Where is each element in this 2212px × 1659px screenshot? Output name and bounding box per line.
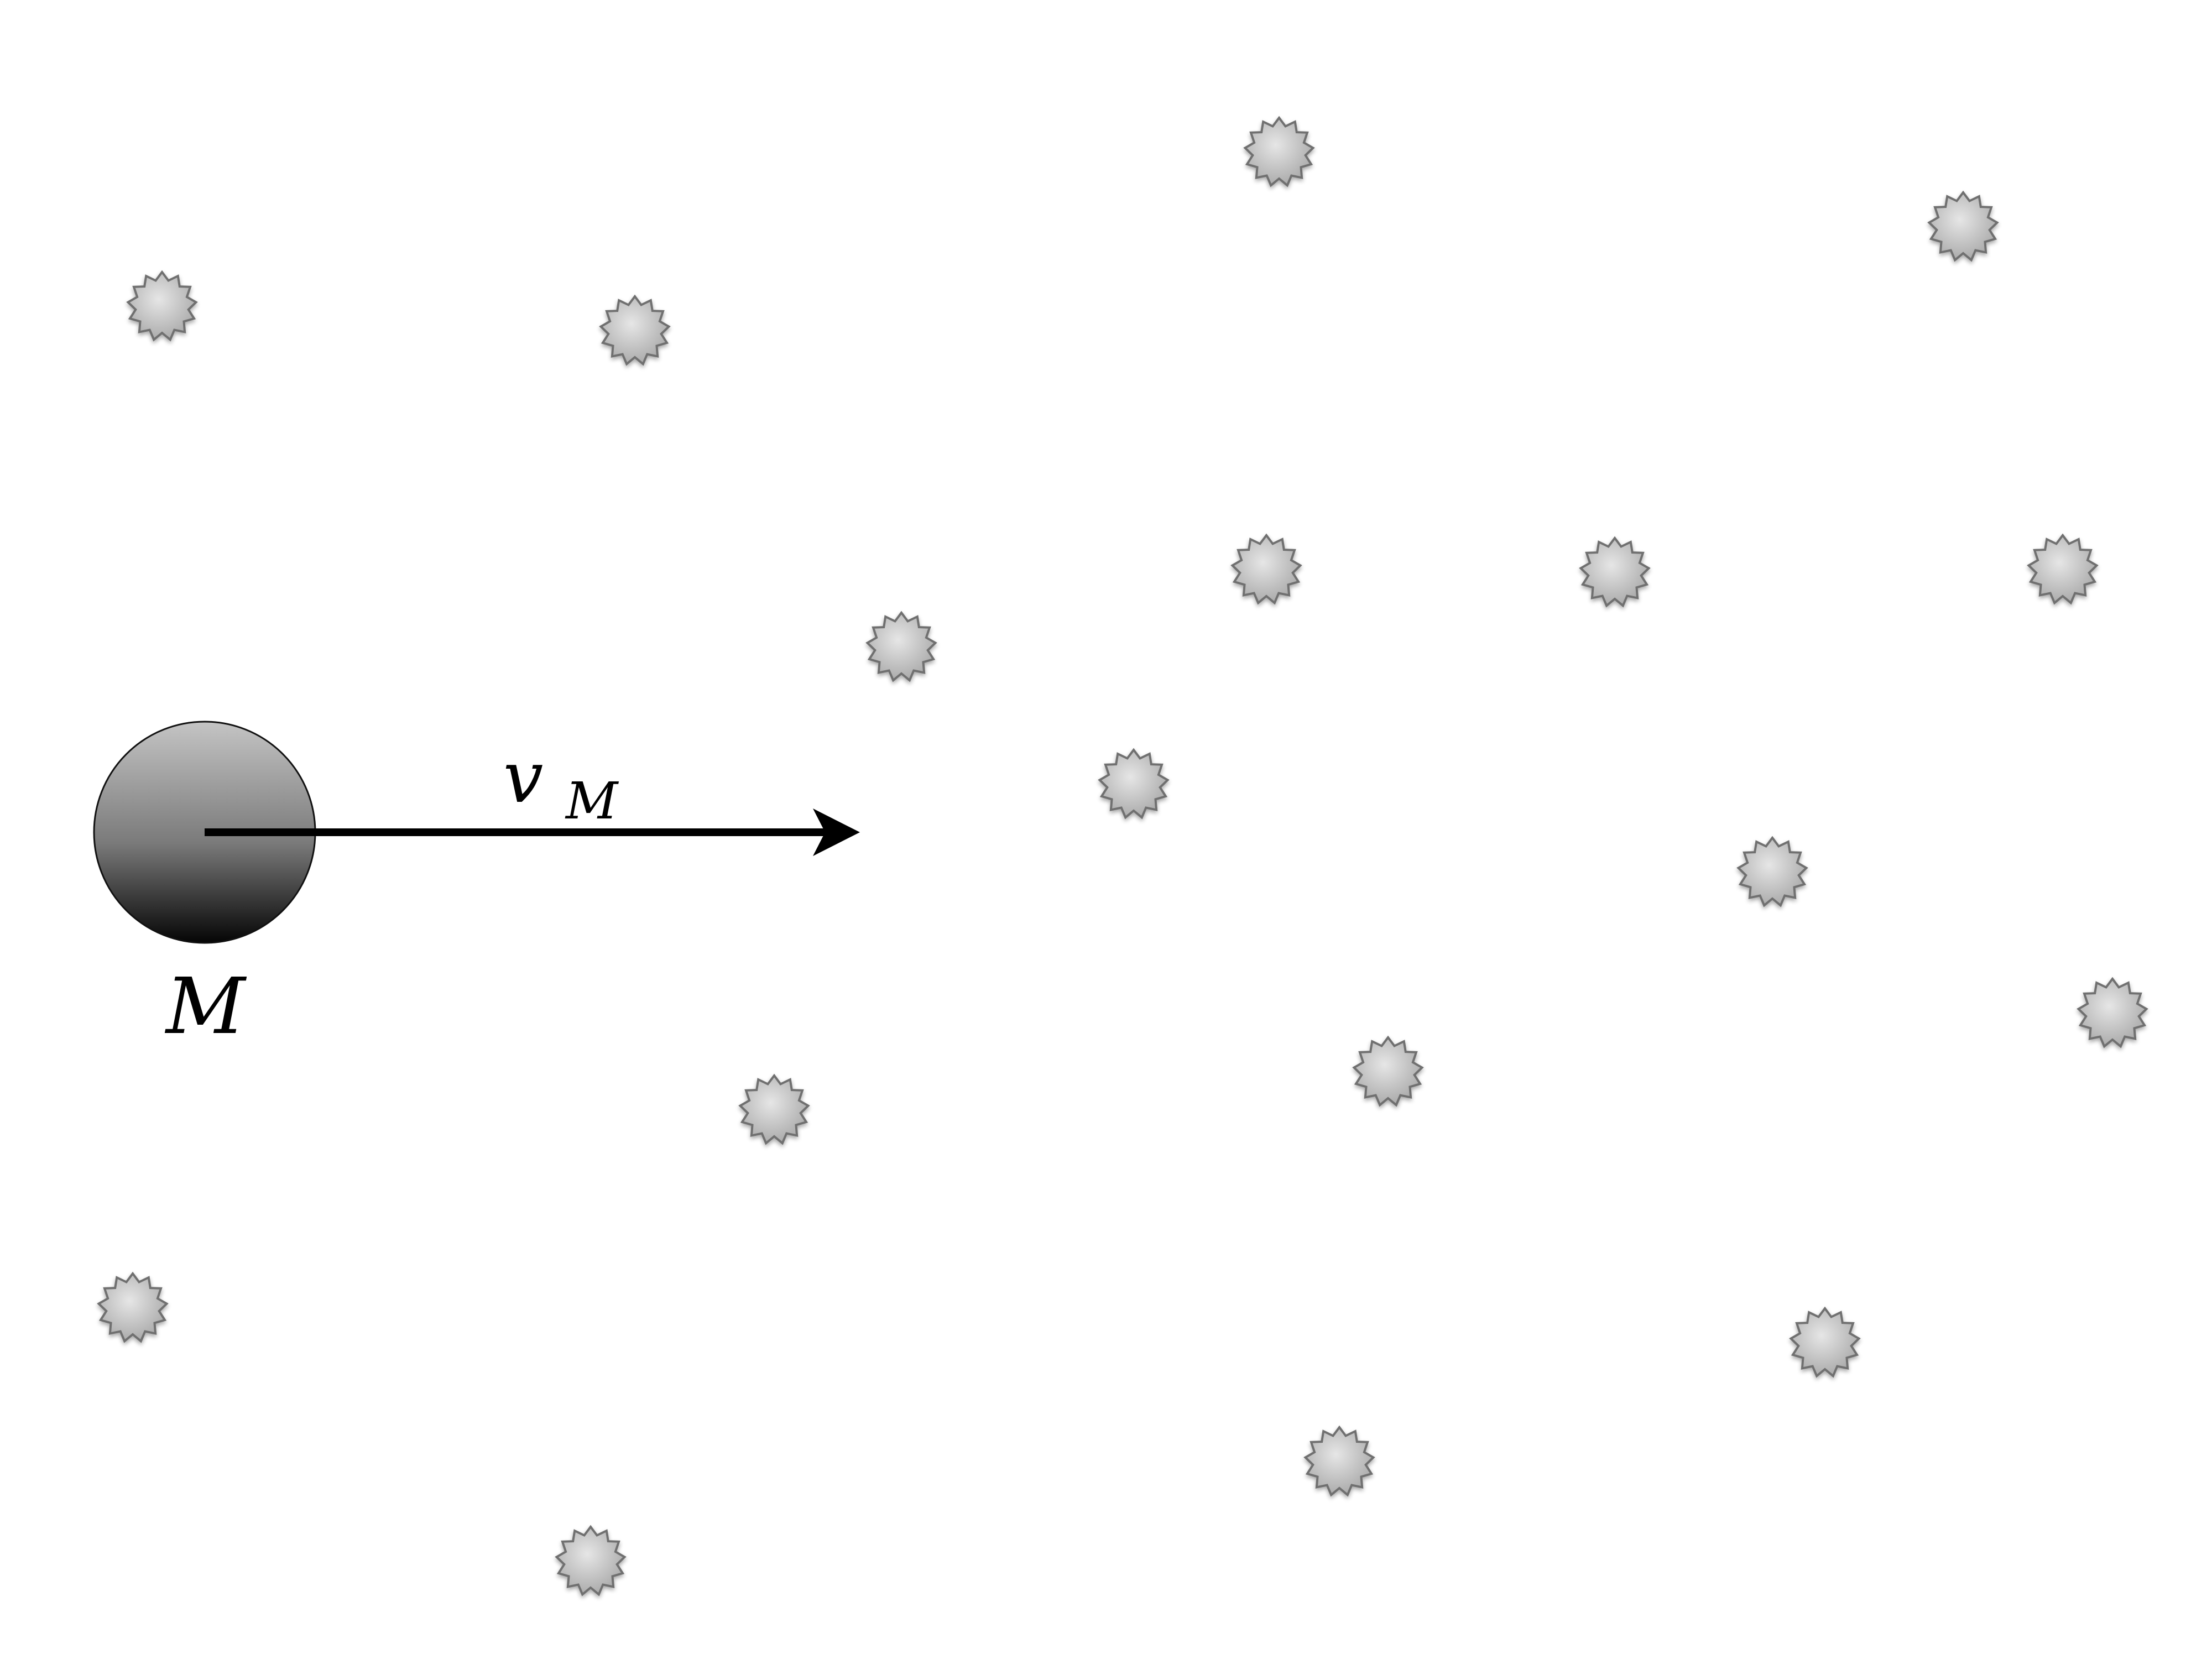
velocity-arrow-head [813, 808, 860, 856]
particle-star-icon [1736, 836, 1808, 907]
particle-star-icon [1243, 116, 1315, 187]
particle-star-icon [1579, 536, 1651, 608]
particle-star-icon [865, 611, 937, 682]
particle-star-icon [555, 1525, 627, 1597]
velocity-label: v M [503, 737, 619, 831]
particle-star-icon [97, 1271, 169, 1343]
particle-star-icon [1230, 533, 1302, 605]
particle-star-icon [2077, 977, 2148, 1048]
velocity-arrow [205, 808, 860, 856]
mass-label: M [164, 962, 247, 1052]
particle-star-icon [1303, 1425, 1375, 1497]
particle-star-icon [738, 1073, 810, 1145]
particle-star-icon [1789, 1306, 1861, 1378]
particle-star-icon [126, 270, 198, 342]
particle-star-icon [1927, 190, 1999, 262]
particle-star-icon [1352, 1035, 1424, 1107]
particle-star-icon [599, 294, 671, 366]
velocity-subscript: M [565, 771, 619, 831]
particle-star-icon [2027, 533, 2099, 605]
particle-star-icon [1098, 748, 1170, 820]
background-particles [97, 116, 2148, 1597]
velocity-symbol: v [503, 737, 543, 819]
